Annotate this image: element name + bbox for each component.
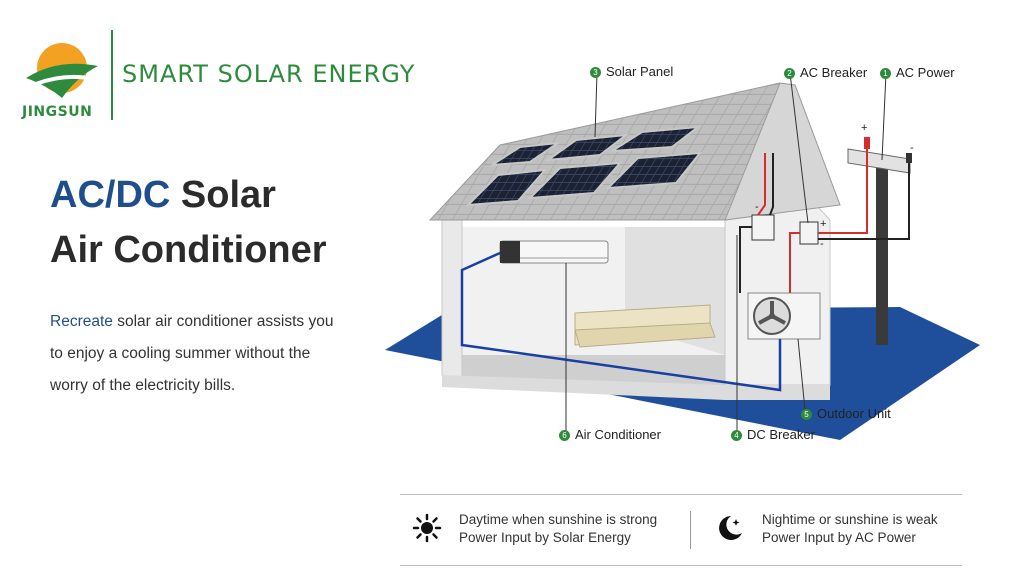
title-accent: AC/DC (50, 174, 171, 216)
pole-minus-mark: - (910, 142, 914, 154)
company-name: SMART SOLAR ENERGY (122, 60, 416, 88)
logo-divider (111, 30, 113, 120)
legend-night-text: Nightime or sunshine is weak Power Input… (762, 511, 938, 547)
legend-day-line2: Power Input by Solar Energy (459, 530, 631, 545)
dc-breaker-minus-mark: - (755, 201, 759, 213)
sun-icon (412, 513, 442, 543)
moon-icon (719, 516, 742, 540)
legend-night-line1: Nightime or sunshine is weak (762, 512, 938, 527)
logo-leaf (26, 63, 98, 98)
ac-breaker-minus-mark: - (820, 238, 824, 250)
description-accent: Recreate (50, 313, 113, 330)
legend-divider (690, 511, 691, 549)
pole-plus-mark: + (861, 122, 867, 134)
page-title: AC/DC Solar Air Conditioner (50, 168, 327, 278)
title-line2: Air Conditioner (50, 229, 327, 271)
indoor-ac-unit (499, 240, 609, 264)
solar-house-diagram: + - + - - (385, 72, 980, 440)
power-mode-legend: Daytime when sunshine is strong Power In… (400, 494, 962, 566)
utility-pole (847, 137, 912, 345)
title-line1: Solar (180, 174, 276, 216)
ac-breaker-plus-mark: + (820, 218, 826, 230)
logo-text: JINGSUN (22, 104, 93, 120)
ac-breaker-box (799, 221, 819, 245)
dc-breaker-box (751, 214, 775, 241)
sofa (574, 304, 716, 348)
legend-day-text: Daytime when sunshine is strong Power In… (459, 511, 657, 547)
description-text: solar air conditioner assists you to enj… (50, 313, 334, 394)
jingsun-logo (26, 43, 98, 98)
outdoor-unit (747, 292, 821, 340)
legend-day-line1: Daytime when sunshine is strong (459, 512, 658, 527)
solar-panel-array (465, 125, 703, 207)
legend-night-line2: Power Input by AC Power (762, 530, 916, 545)
description: Recreate solar air conditioner assists y… (50, 306, 350, 402)
